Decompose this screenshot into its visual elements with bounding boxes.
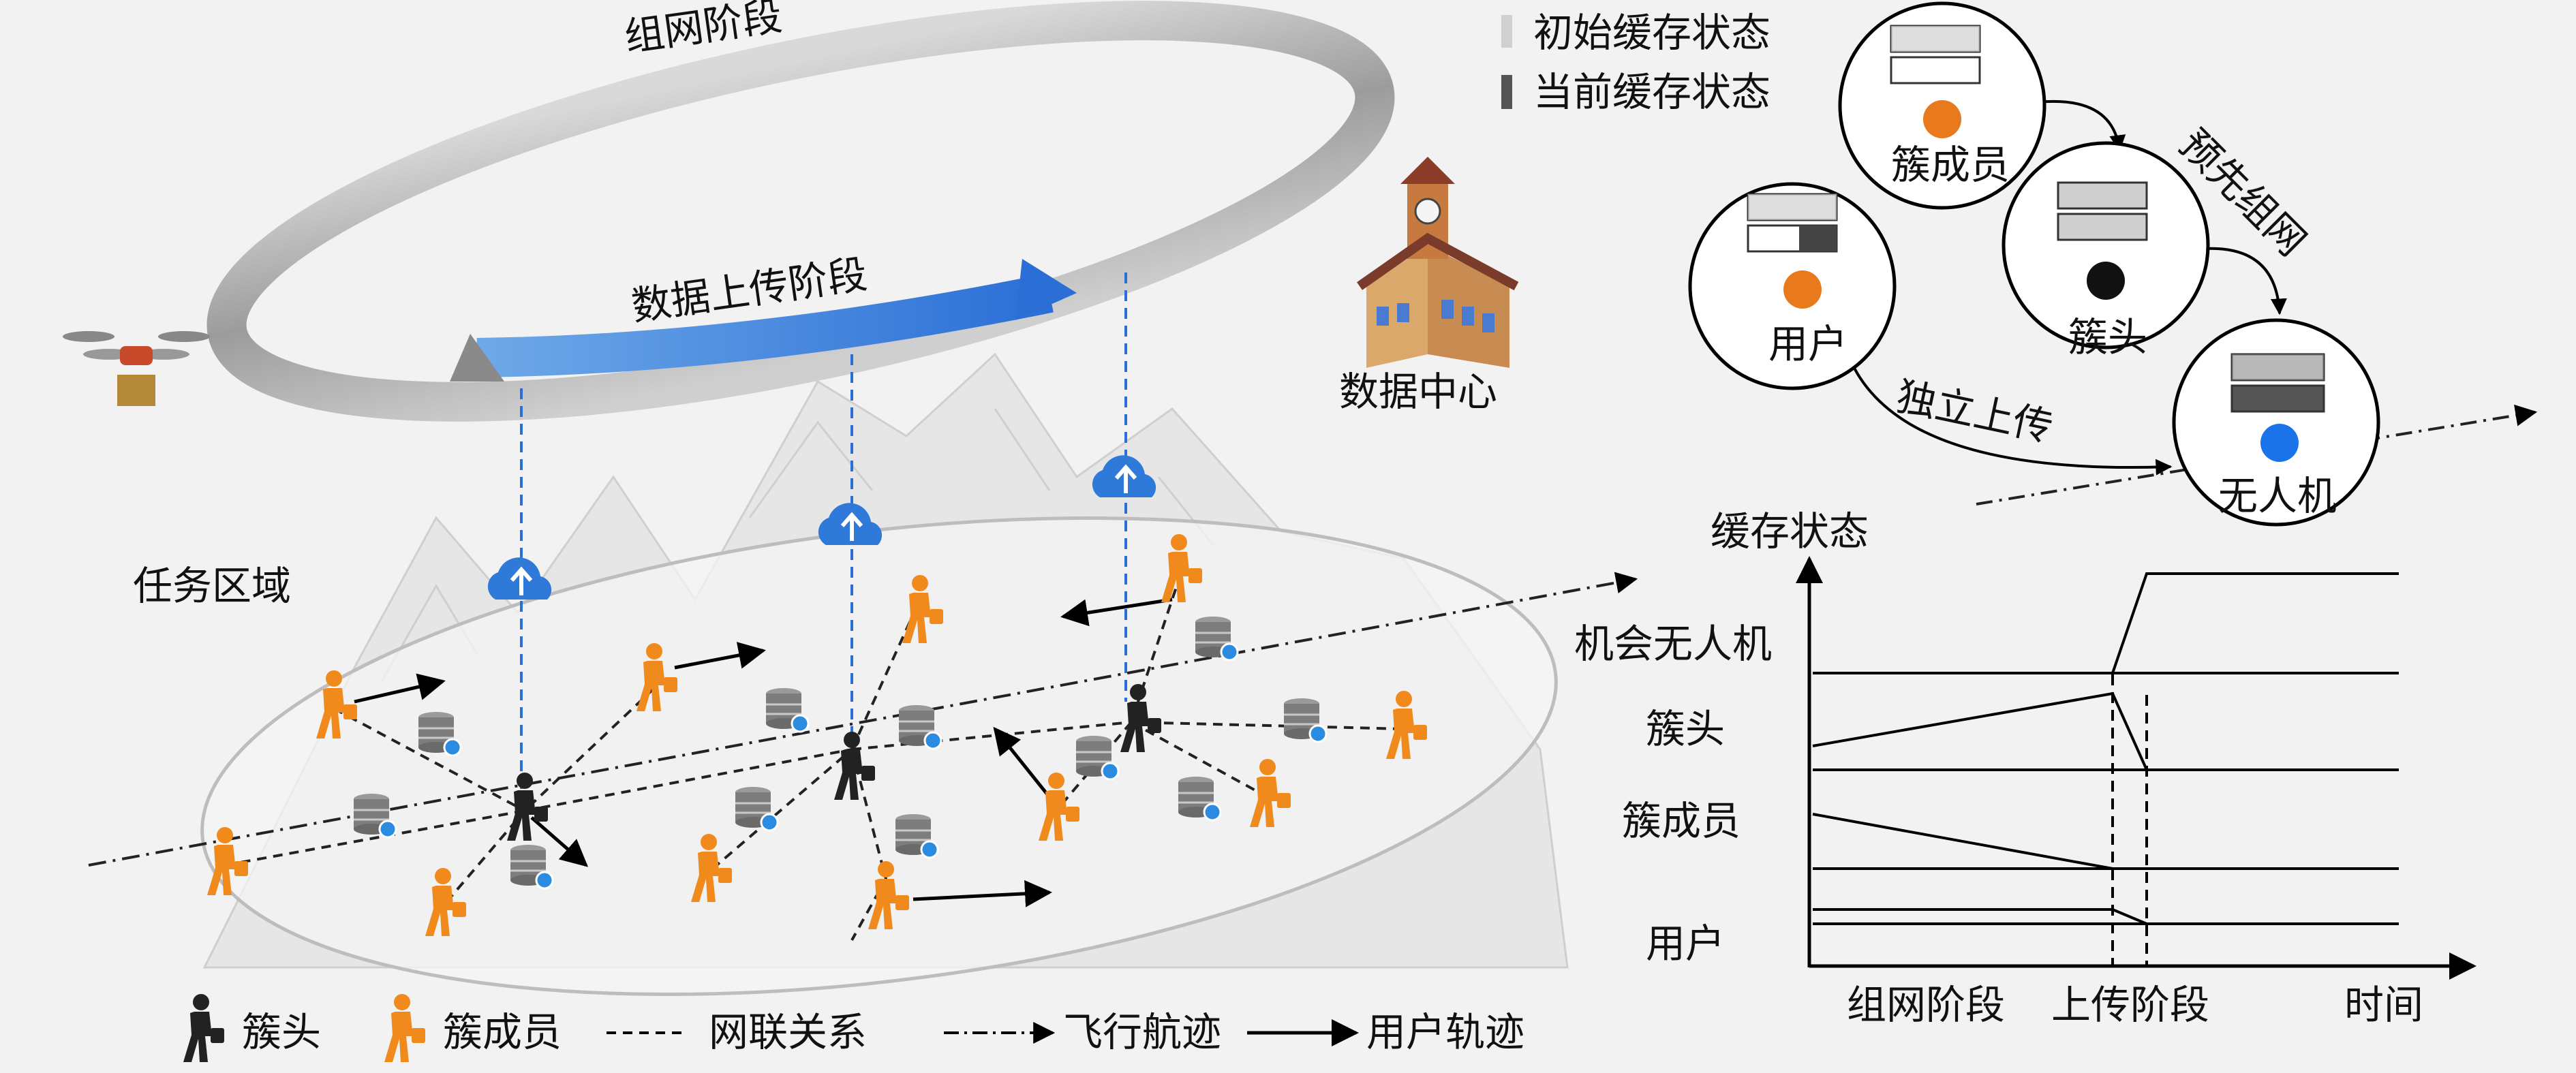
current-cache-label: 当前缓存状态 — [1533, 69, 1770, 115]
node-head-label: 簇头 — [2068, 314, 2147, 360]
series-curve-head — [1812, 691, 2148, 771]
series-label-head: 簇头 — [1646, 706, 1725, 752]
legend-cluster-member-icon — [384, 994, 425, 1062]
legend-flight-path-label: 飞行航迹 — [1063, 1009, 1221, 1055]
user-trajectories — [354, 597, 1173, 907]
edge-member-to-head — [2037, 99, 2126, 152]
flight-trajectory — [88, 572, 1638, 867]
edge-user-to-uav — [1842, 340, 2173, 476]
ring-arrowhead-left — [450, 334, 504, 382]
initial-cache-swatch — [1501, 15, 1512, 48]
legend-user-path-label: 用户轨迹 — [1366, 1009, 1524, 1055]
drone-icon — [63, 331, 210, 406]
phase-label-networking: 组网阶段 — [1847, 982, 2005, 1028]
node-cluster-member: 簇成员 — [1838, 1, 2046, 210]
node-user-label: 用户 — [1768, 321, 1847, 367]
phase-cycle-ring — [206, 1, 1395, 422]
network-diagram: 预先组网 独立上传 簇成员 用户 簇头 — [1688, 1, 2538, 527]
legend-cluster-head-label: 簇头 — [242, 1009, 321, 1055]
legend-network-link-label: 网联关系 — [709, 1009, 867, 1055]
node-member-label: 簇成员 — [1891, 142, 2010, 188]
uav-flight-line — [1976, 404, 2538, 506]
edge-head-to-uav — [2204, 247, 2287, 315]
data-center-label: 数据中心 — [1339, 369, 1497, 415]
series-curve-member — [1812, 813, 2113, 870]
mission-area-label: 任务区域 — [133, 563, 291, 609]
node-uav-label: 无人机 — [2218, 473, 2337, 519]
cache-chart-ylabel: 缓存状态 — [1711, 508, 1869, 555]
cache-chart-xlabel: 时间 — [2344, 982, 2423, 1028]
series-label-member: 簇成员 — [1622, 798, 1741, 844]
cache-legend: 初始缓存状态 当前缓存状态 — [1501, 10, 1770, 115]
initial-cache-label: 初始缓存状态 — [1533, 10, 1770, 56]
series-label-user: 用户 — [1646, 920, 1725, 967]
bottom-legend: 簇头 簇成员 网联关系 飞行航迹 用户轨迹 — [183, 994, 1524, 1062]
legend-cluster-member-label: 簇成员 — [443, 1009, 562, 1055]
node-user: 用户 — [1688, 182, 1897, 390]
series-curve-user — [1813, 908, 2147, 925]
legend-cluster-head-icon — [183, 994, 224, 1062]
edge-independent-upload-label: 独立上传 — [1892, 373, 2057, 451]
node-cluster-head: 簇头 — [2002, 141, 2210, 360]
cloud-upload-icon — [488, 557, 551, 600]
phase-label-upload: 上传阶段 — [2051, 982, 2209, 1028]
ring-arrowhead-right — [1015, 259, 1077, 320]
series-label-uav: 机会无人机 — [1574, 621, 1772, 667]
node-uav: 无人机 — [2172, 318, 2380, 527]
cache-chart: 缓存状态 时间 机会无人机 簇头 簇成员 用户 组网阶段 上传阶段 — [1574, 508, 2477, 1028]
current-cache-swatch — [1501, 75, 1512, 109]
data-center-icon — [1356, 157, 1519, 368]
series-curve-uav — [2111, 572, 2399, 674]
